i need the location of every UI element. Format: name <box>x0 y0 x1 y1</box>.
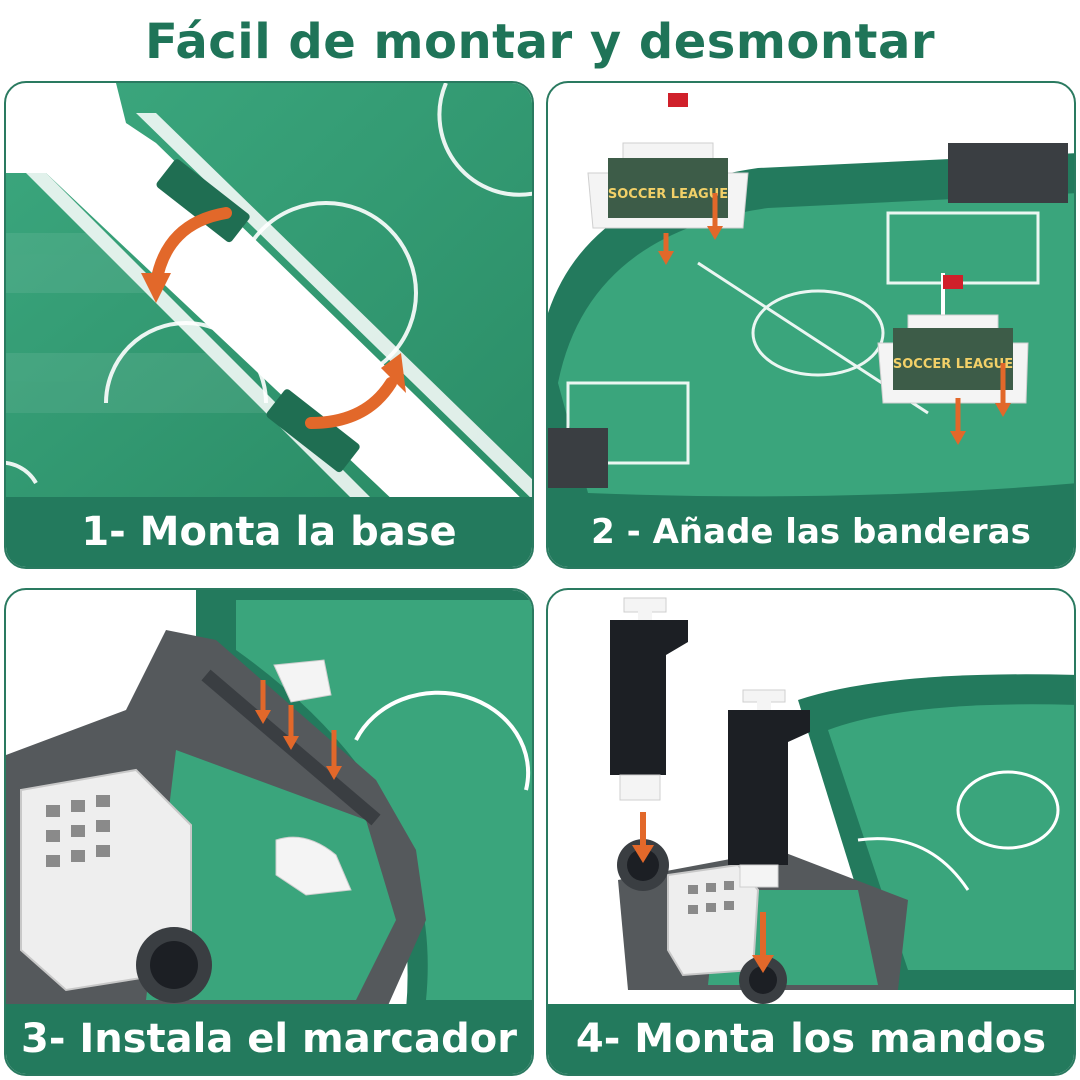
flag-icon <box>668 93 688 107</box>
down-arrows <box>260 680 337 768</box>
step-1-caption: 1- Monta la base <box>6 497 532 567</box>
goal-right <box>948 143 1068 203</box>
controller-handle-2 <box>728 689 810 888</box>
down-arrows <box>640 812 766 958</box>
goalkeeper-glove <box>275 836 352 896</box>
arrow-head-icon <box>381 353 406 393</box>
base-assembly-illustration <box>6 83 532 503</box>
center-circle <box>354 690 531 791</box>
flags-illustration: SOCCER LEAGUE SOCCER LEAGUE <box>548 88 1074 503</box>
arrow-head-icon <box>632 845 774 973</box>
step-1-panel: 1- Monta la base <box>4 81 534 569</box>
scoreboard-illustration <box>6 590 532 1010</box>
step-2-panel: SOCCER LEAGUE SOCCER LEAGUE 2 - Añade la… <box>546 81 1076 569</box>
step-3-panel: 3- Instala el marcador <box>4 588 534 1076</box>
page-title: Fácil de montar y desmontar <box>144 14 936 70</box>
scoreboard-label: SOCCER LEAGUE <box>608 187 728 202</box>
center-circle-right <box>234 201 418 385</box>
arrow-head-icon <box>658 226 1011 445</box>
center-circle-left <box>104 321 268 404</box>
down-arrows <box>663 193 1006 433</box>
step-2-caption: 2 - Añade las banderas <box>548 497 1074 567</box>
connector-clips <box>156 159 360 473</box>
step-4-caption: 4- Monta los mandos <box>548 1004 1074 1074</box>
scoreboard-label: SOCCER LEAGUE <box>893 357 1013 372</box>
arrow-head-icon <box>141 273 171 303</box>
flag-icon <box>943 275 963 289</box>
center-circle <box>751 289 885 377</box>
rotate-arrows <box>150 207 397 429</box>
goal-left <box>548 428 608 488</box>
arrow-head-icon <box>255 710 342 780</box>
step-4-panel: 4- Monta los mandos <box>546 588 1076 1076</box>
scoreboard-flag-bottom: SOCCER LEAGUE <box>877 273 1029 404</box>
step-3-caption: 3- Instala el marcador <box>6 1004 532 1074</box>
handles-illustration <box>610 597 1074 1004</box>
controller-handle-1 <box>610 597 688 801</box>
score-marker <box>273 659 332 703</box>
scoreboard-flag-top: SOCCER LEAGUE <box>587 88 749 229</box>
